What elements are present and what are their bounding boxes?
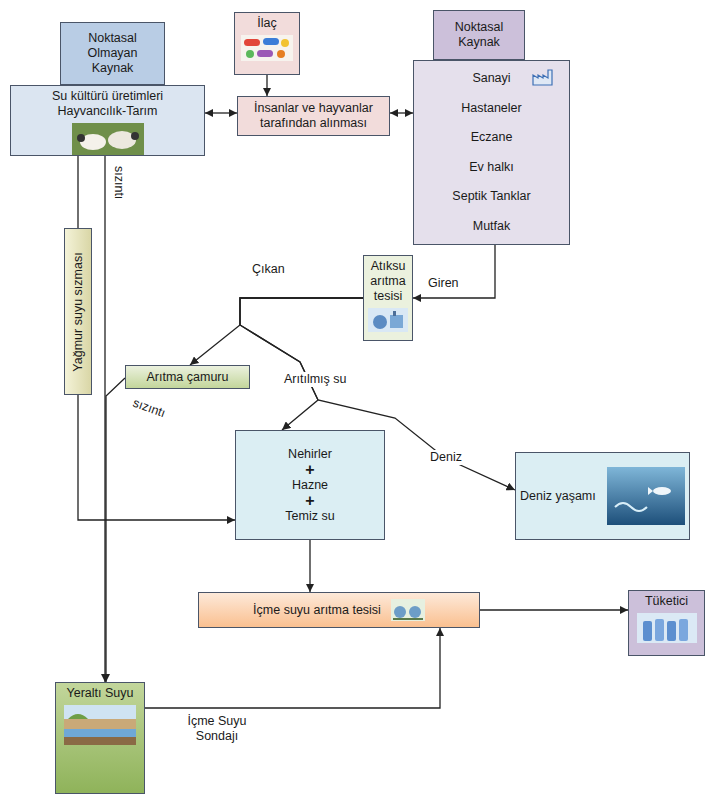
flow-arrow — [77, 156, 78, 228]
consumer-box: Tüketici — [628, 590, 705, 656]
flow-arrow — [390, 112, 413, 113]
node-text: Su kültürü üretimleri — [52, 89, 163, 104]
edge-label: sızıntı — [111, 164, 126, 201]
flow-arrow — [145, 628, 440, 708]
node-text: Yeraltı Suyu — [67, 686, 134, 701]
plant-box: Atıksu arıtma tesisi — [363, 255, 413, 341]
flow-arrow — [205, 112, 237, 113]
node-text: Hastaneler — [461, 101, 521, 116]
factory-icon — [532, 68, 554, 86]
node-text: + — [305, 493, 314, 509]
flow-arrow — [309, 540, 310, 592]
node-text: Sanayi — [472, 71, 510, 86]
node-text: İnsanlar ve hayvanlar tarafından alınmas… — [242, 101, 385, 131]
node-text: Septik Tanklar — [452, 189, 530, 204]
node-text: Nehirler — [288, 447, 332, 462]
plant-box: İçme suyu arıtma tesisi — [198, 592, 480, 628]
flow-arrow — [106, 378, 125, 682]
sheep-icon — [72, 123, 144, 155]
branch-label: Deniz — [428, 450, 464, 465]
node-text: Hazne — [292, 478, 328, 493]
drug-box: İlaç — [234, 12, 300, 75]
ground-icon — [64, 705, 136, 745]
node-text: Mutfak — [473, 219, 511, 234]
flow-arrow — [480, 609, 628, 610]
flow-arrow — [413, 245, 495, 298]
sludge-band: Arıtma çamuru — [125, 365, 250, 389]
water-body-box: Nehirler+Hazne+Temiz su — [235, 430, 385, 540]
source-list: SanayiHastanelerEczane Ev halkıSeptik Tan… — [413, 60, 570, 245]
node-text: Eczane — [471, 130, 513, 145]
edge-label: Çıkan — [250, 262, 287, 277]
sea-icon — [607, 467, 685, 525]
edge-label: sızıntı — [129, 395, 169, 422]
text-column: İçme suyu arıtma tesisi — [253, 603, 381, 618]
bottles-icon — [637, 613, 697, 643]
text-column: Deniz yaşamı — [520, 489, 596, 504]
flow-arrow — [78, 395, 235, 520]
flow-arrow — [190, 298, 363, 365]
node-text: Noktasal Olmayan Kaynak — [65, 31, 160, 76]
node-text: Deniz yaşamı — [520, 489, 596, 504]
groundwater-box: Yeraltı Suyu — [55, 682, 145, 794]
node-text: Temiz su — [285, 509, 334, 524]
node-text: İçme suyu arıtma tesisi — [253, 603, 381, 618]
node-text: Arıtma çamuru — [147, 370, 229, 385]
flow-arrow — [266, 75, 267, 96]
node-text: + — [305, 462, 314, 478]
process-box: İnsanlar ve hayvanlar tarafından alınmas… — [237, 96, 390, 136]
branch-label: Arıtılmış su — [282, 372, 349, 387]
edge-label: İçme Suyu Sondajı — [170, 714, 264, 744]
plant-icon — [368, 308, 408, 332]
source-header: Noktasal Olmayan Kaynak — [60, 22, 165, 85]
pills-icon — [241, 35, 293, 61]
node-text: Noktasal Kaynak — [438, 20, 520, 50]
edge-label: Giren — [426, 276, 461, 291]
plant2-icon — [391, 599, 425, 621]
node-text: Tüketici — [645, 594, 688, 609]
node-text: Hayvancılık-Tarım — [57, 104, 157, 119]
sea-life-box: Deniz yaşamı — [515, 452, 690, 540]
source-header: Noktasal Kaynak — [433, 10, 525, 60]
rain-band: Yağmur suyu sızması — [64, 228, 92, 395]
node-text: Atıksu arıtma tesisi — [365, 259, 411, 304]
node-text: Ev halkı — [469, 160, 513, 175]
source-box: Su kültürü üretimleriHayvancılık-Tarım — [10, 85, 205, 156]
node-text: Yağmur suyu sızması — [71, 252, 86, 371]
node-text: İlaç — [257, 16, 276, 31]
